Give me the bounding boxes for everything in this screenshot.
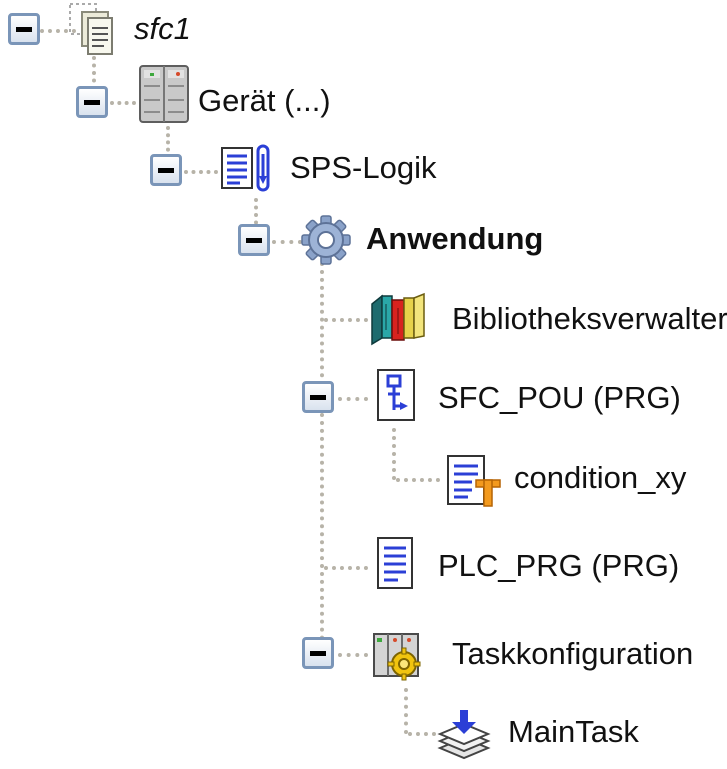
node-label-taskkonfiguration[interactable]: Taskkonfiguration [452, 636, 694, 671]
node-label-condition-xy[interactable]: condition_xy [514, 460, 687, 495]
library-books-icon [370, 290, 426, 346]
connector-line [110, 101, 136, 105]
application-gear-icon [298, 212, 354, 268]
collapse-toggle-geraet[interactable] [76, 86, 108, 118]
connector-line [184, 170, 218, 174]
node-label-anwendung[interactable]: Anwendung [366, 221, 544, 256]
task-configuration-icon [370, 628, 426, 684]
task-icon [436, 708, 492, 764]
node-label-bibliotheksverwalter[interactable]: Bibliotheksverwalter [452, 301, 727, 336]
collapse-toggle-sfc-pou[interactable] [302, 381, 334, 413]
connector-line [396, 478, 440, 482]
connector-line [320, 262, 324, 648]
collapse-toggle-sps-logik[interactable] [150, 154, 182, 186]
connector-line [254, 198, 258, 232]
plc-logic-icon [218, 142, 274, 198]
sfc-pou-icon [372, 368, 428, 424]
connector-line [392, 428, 396, 480]
connector-line [338, 653, 368, 657]
transition-icon [446, 452, 502, 508]
connector-line [92, 56, 96, 90]
connector-line [324, 566, 368, 570]
connector-line [404, 688, 408, 734]
connector-line [166, 126, 170, 166]
connector-line [324, 318, 368, 322]
node-label-sfc1[interactable]: sfc1 [134, 11, 191, 46]
pou-document-icon [370, 536, 426, 592]
node-label-plc-prg[interactable]: PLC_PRG (PRG) [438, 548, 680, 583]
connector-line [338, 397, 368, 401]
connector-line [272, 240, 302, 244]
node-label-maintask[interactable]: MainTask [508, 714, 639, 749]
collapse-toggle-taskkonfiguration[interactable] [302, 637, 334, 669]
project-icon [68, 2, 124, 58]
collapse-toggle-sfc1[interactable] [8, 13, 40, 45]
node-label-geraet[interactable]: Gerät (...) [198, 83, 331, 118]
node-label-sfc-pou[interactable]: SFC_POU (PRG) [438, 380, 681, 415]
connector-line [40, 29, 76, 33]
device-icon [136, 64, 192, 126]
node-label-sps-logik[interactable]: SPS-Logik [290, 150, 437, 185]
connector-line [408, 732, 436, 736]
collapse-toggle-anwendung[interactable] [238, 224, 270, 256]
